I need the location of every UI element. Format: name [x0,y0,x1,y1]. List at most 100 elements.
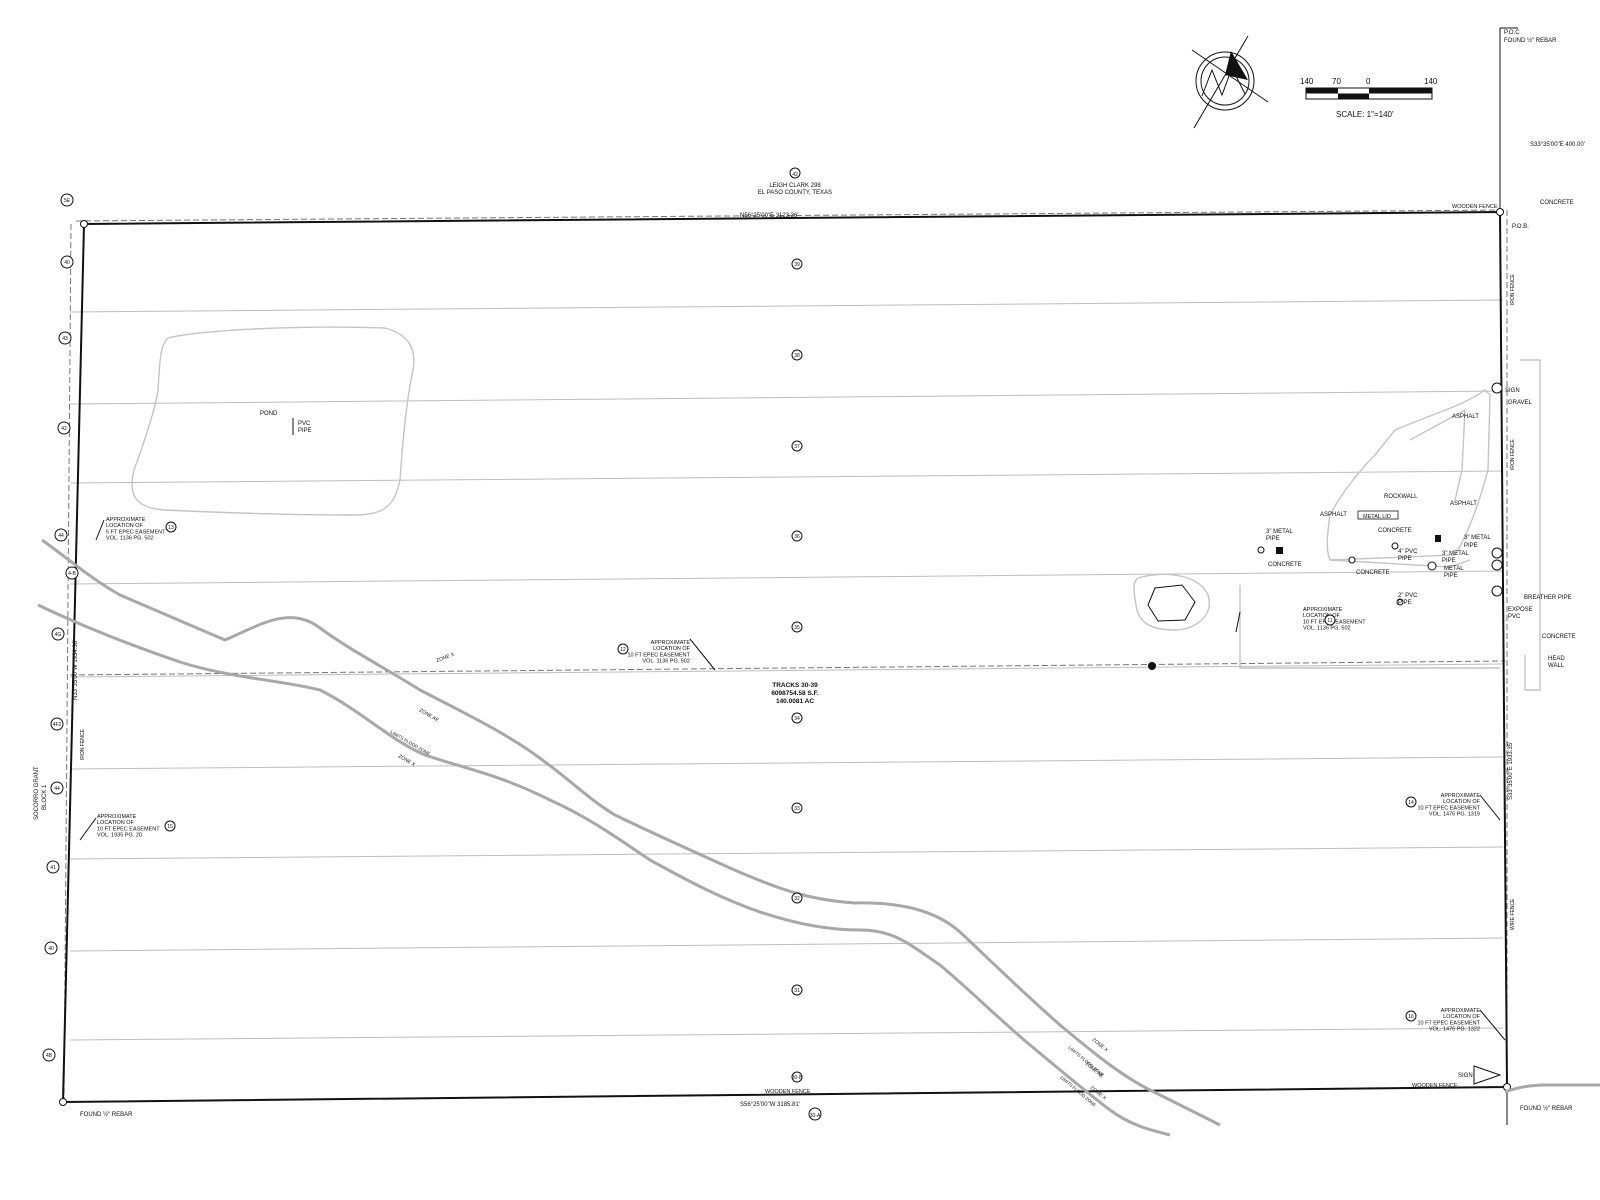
zone-label-3: LIMITS FLOOD ZONE [390,730,431,757]
west-tract-label: 4F2 [53,722,62,728]
scale-bar: 140 70 0 140 SCALE: 1"=140' [1300,77,1438,119]
metal-pipe-1-line2: PIPE [1266,536,1280,542]
pvc4-line2: PIPE [1398,556,1412,562]
zone-label-2: ZONE AE [418,708,440,724]
scale-label: SCALE: 1"=140' [1336,110,1394,119]
zone-label-1: ZONE X [436,652,456,664]
iron-fence-label-2: IRON FENCE [1510,439,1516,471]
sign-label-1: SIGN [1505,388,1520,394]
easement-line: 10 FT EPEC EASEMENT [627,652,690,658]
west-tract-bubble: 4-B [65,566,79,580]
metal-pipe-label-3: 3" METAL PIPE [1442,551,1470,564]
scale-tick-70: 70 [1332,77,1341,86]
easement-line: APPROXIMATE [106,517,146,523]
concrete-label-4: CONCRETE [1540,200,1574,206]
center-tract-label: 35 [794,625,800,631]
west-tract-label: 44 [58,533,64,539]
easement-line: LOCATION OF [1303,613,1341,619]
concrete-label-1: CONCRETE [1378,528,1412,534]
center-tract-label: 32 [794,896,800,902]
center-tract-number: 31 [791,984,803,996]
easement-line: 10 FT EPEC EASEMENT [97,826,160,832]
bearing-south: S56°25'00"W 3185.81' [740,1102,800,1108]
easement-line: APPROXIMATE [97,814,137,820]
pond-pvc-pipe-label: PVC PIPE [298,421,312,434]
wooden-fence-label-s: WOODEN FENCE [765,1089,811,1095]
west-tract-bubble: 42 [57,421,71,435]
west-tract-bubble: 44 [54,528,68,542]
easement-line: APPROXIMATE [1441,1008,1481,1014]
west-tract-bubble: 5E [60,193,74,207]
west-tract-label: 4G [55,632,62,638]
center-tract-number: 35 [791,621,803,633]
west-tract-label: 41 [50,865,56,871]
center-tract-label: 39 [794,262,800,268]
center-tract-label: 38 [794,353,800,359]
pond-pvc-line2: PIPE [298,428,312,434]
poc-label: P.O.C [1504,30,1520,36]
pvc4-label: 4" PVC PIPE [1398,549,1419,562]
west-tract-label: 44 [54,786,60,792]
sw-rebar-label: FOUND ½" REBAR [80,1111,133,1118]
center-tract-number: 38 [791,349,803,361]
center-tract-label: 30-B [792,1075,803,1081]
easement-line: VOL. 1136 PG. 502 [642,659,690,665]
center-tract-number: 34 [791,712,803,724]
property-boundary [61,210,1509,1104]
rockwall-label: ROCKWALL [1384,494,1418,500]
metal-pipe-2-line1: 3" METAL [1464,535,1491,541]
easement-line: 10 FT EPEC EASEMENT [1417,1020,1480,1026]
bearing-north: N56°25'00"E 3123.36' [740,213,799,219]
easement-line: VOL. 1136 PG. 502 [106,536,154,542]
pvc2-label: 2" PVC PIPE [1398,593,1419,606]
flood-zone-lines [37,538,1600,1137]
easement-line: APPROXIMATE [651,640,691,646]
metal-pipe-label-1: 3" METAL PIPE [1266,529,1294,542]
center-tract-label: 34 [794,716,800,722]
center-tract-number: 39 [791,258,803,270]
head-wall-line2: WALL [1548,663,1565,669]
wooden-fence-label-ne: WOODEN FENCE [1452,204,1498,210]
se-rebar-label: FOUND ½" REBAR [1520,1105,1573,1112]
bearing-west: N33°35'00"W 1934.36' [73,640,79,700]
asphalt-label-3: ASPHALT [1320,512,1347,518]
pvc2-line2: PIPE [1398,600,1412,606]
asphalt-area [1239,359,1541,691]
easement-number: 15 [167,824,173,830]
wire-fence-label: WIRE FENCE [1510,898,1516,930]
west-tract-label: 42 [61,426,67,432]
wooden-fence-label-se: WOODEN FENCE [1412,1083,1458,1089]
easement-line: VOL. 1136 PG. 502 [1303,626,1351,632]
center-tract-number: 32 [791,892,803,904]
metal-pipe-3-line2: PIPE [1442,558,1456,564]
west-tract-bubble: 4B [42,1048,56,1062]
scale-tick-0: 0 [1366,77,1371,86]
easement-line: LOCATION OF [106,523,144,529]
adjoiner-west-line2: BLOCK 1 [42,784,48,810]
bearing-poc-tie: S33°35'00"E 400.00' [1530,142,1585,148]
west-tract-label: 40 [48,946,54,952]
iron-fence-label-w: IRON FENCE [80,729,86,761]
adjoiner-north-name: LEIGH CLARK 298 [769,183,821,189]
head-wall-line1: HEAD [1548,656,1565,662]
center-tract-label: 36 [794,534,800,540]
metal-pipe-4-line1: METAL [1444,566,1464,572]
easement-line: APPROXIMATE [1303,607,1343,613]
metal-lid-label: METAL LID [1363,514,1391,520]
sign-arrow-icon [1473,1065,1502,1085]
expose-pvc-label: EXPOSE PVC [1508,607,1534,620]
concrete-label-2: CONCRETE [1268,562,1302,568]
breather-pipe-label: BREATHER PIPE [1524,595,1572,601]
scale-tick-140-right: 140 [1424,77,1438,86]
hexagon-feature [1133,573,1211,631]
easement-line: 5 FT EPEC EASEMENT [106,529,166,535]
easement-line: LOCATION OF [653,646,691,652]
tract-summary-ac: 140.0081 AC [776,698,814,705]
corner-monuments [59,208,1511,1106]
